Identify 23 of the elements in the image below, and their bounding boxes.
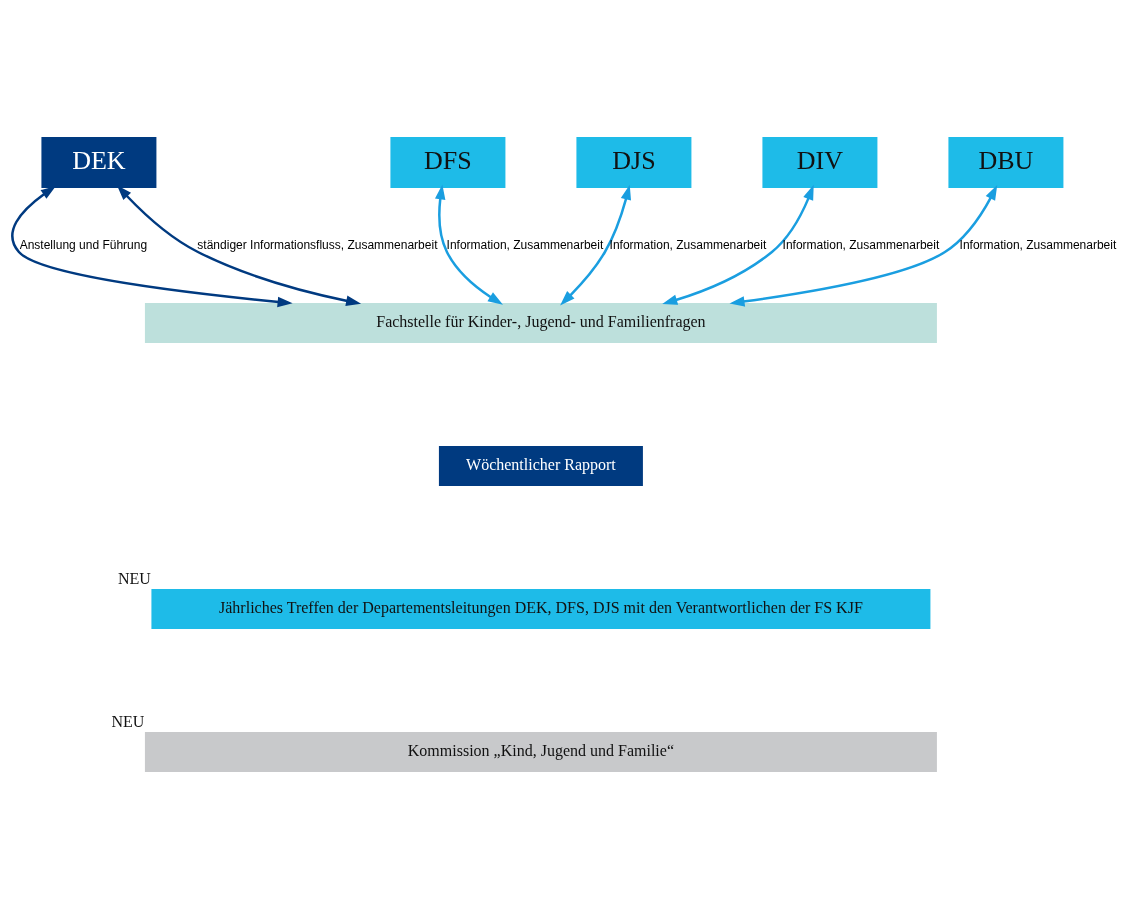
node-box: DFS — [390, 137, 506, 188]
arrow — [560, 184, 632, 306]
arrow — [729, 184, 998, 307]
edge-label: Information, Zusammenarbeit — [446, 237, 604, 252]
node-box: Kommission „Kind, Jugend und Familie“ — [144, 732, 937, 772]
arrow — [11, 185, 293, 308]
node-box: Wöchentlicher Rapport — [438, 446, 643, 486]
arrow — [434, 184, 503, 305]
edge-label: Anstellung und Führung — [19, 237, 148, 252]
node-box: DJS — [576, 137, 692, 188]
arrow — [116, 185, 362, 306]
arrow — [662, 184, 814, 305]
node-box: DIV — [762, 137, 878, 188]
node-label: NEU — [111, 712, 145, 730]
edge-label: Information, Zusammenarbeit — [959, 237, 1117, 252]
node-box: DBU — [948, 137, 1064, 188]
node-box: Fachstelle für Kinder-, Jugend- und Familienfragen — [144, 303, 937, 343]
node-box: DEK — [41, 137, 157, 188]
edge-label: Information, Zusammenarbeit — [782, 237, 940, 252]
edge-label: Information, Zusammenarbeit — [609, 237, 767, 252]
edge-label: ständiger Informationsfluss, Zusammenarbeit — [197, 237, 438, 252]
node-box: Jährliches Treffen der Departementsleitungen DEK, DFS, DJS mit den Verantwortlichen der FS KJF — [151, 589, 931, 629]
node-label: NEU — [117, 569, 151, 587]
